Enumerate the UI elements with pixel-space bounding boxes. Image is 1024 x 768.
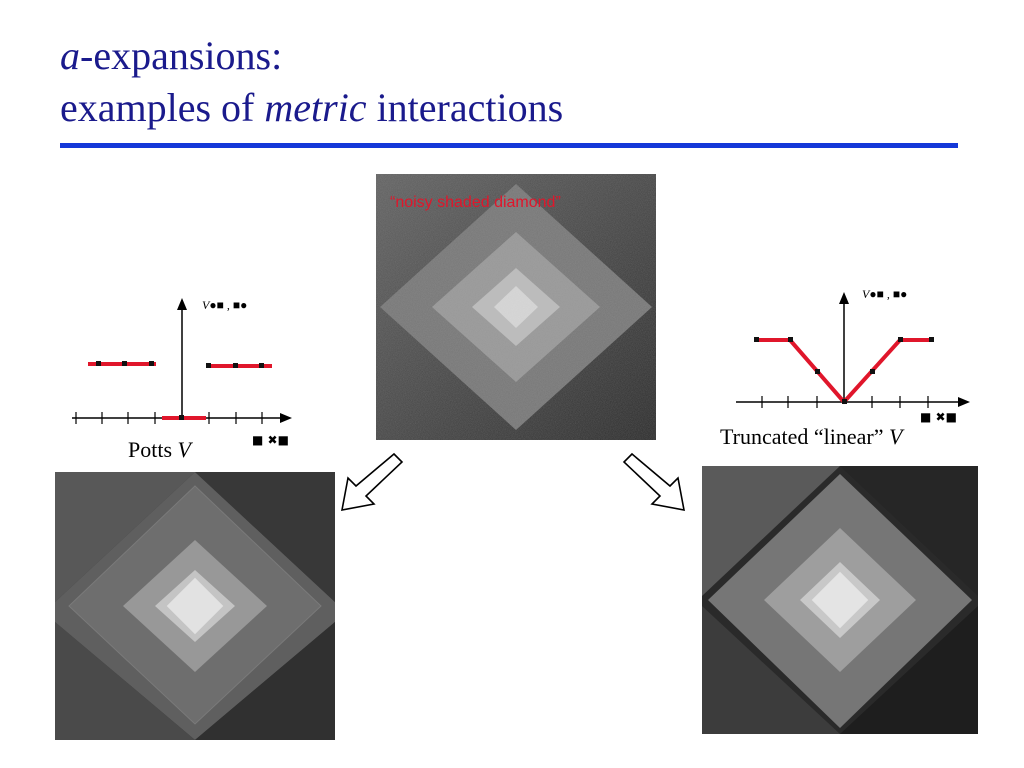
truncated-points [754, 337, 934, 404]
potts-curve [88, 362, 272, 420]
title-line-1: a-expansions: [60, 33, 283, 78]
potts-result-image [55, 472, 335, 740]
truncated-y-arrowhead [839, 292, 849, 304]
potts-caption: Potts V [128, 437, 191, 462]
noisy-diamond-image [376, 174, 656, 440]
truncated-x-arrowhead [958, 397, 970, 407]
truncated-caption: Truncated “linear” V [720, 424, 903, 449]
potts-y-arrowhead [177, 298, 187, 310]
potts-plot [72, 298, 292, 424]
title-line-2: examples of metric interactions [60, 85, 564, 130]
noisy-image-label: “noisy shaded diamond” [390, 194, 561, 211]
arrow-down-right-icon [622, 452, 686, 512]
truncated-result-image [702, 466, 978, 734]
potts-ticks [75, 412, 263, 424]
potts-points [96, 361, 264, 420]
potts-x-axis-label: ■ ✖■ [252, 433, 289, 447]
title-underline [60, 143, 958, 148]
potts-x-arrowhead [280, 413, 292, 423]
truncated-linear-plot [736, 292, 970, 408]
truncated-ticks [761, 396, 929, 408]
truncated-x-axis-label: ■ ✖■ [920, 410, 957, 424]
truncated-y-axis-label: V●■ , ■● [862, 287, 908, 301]
slide-title: a-expansions: examples of metric interac… [60, 30, 563, 134]
potts-y-axis-label: V●■ , ■● [202, 298, 248, 312]
arrow-down-left-icon [340, 452, 404, 512]
